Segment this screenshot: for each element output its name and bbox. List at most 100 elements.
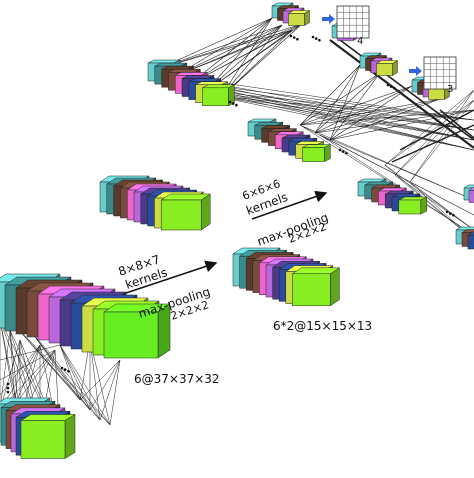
- ellipsis-dot: [231, 102, 235, 105]
- connection-line: [89, 359, 121, 411]
- slice: [302, 147, 325, 162]
- slice: [20, 420, 66, 459]
- grid-label-mid: 3: [447, 84, 453, 95]
- connection-line: [314, 109, 474, 134]
- ellipsis-dot: [338, 148, 342, 152]
- slice: [288, 13, 305, 26]
- connection-line: [299, 124, 474, 236]
- ellipsis-dot: [389, 85, 393, 88]
- ellipsis-dot: [448, 212, 452, 215]
- slice: [376, 63, 393, 76]
- connection-line: [299, 64, 361, 126]
- connection-line: [394, 174, 474, 231]
- ellipsis-dot: [67, 369, 70, 373]
- pool1-stack-b: [232, 247, 341, 307]
- connection-line: [439, 109, 474, 139]
- connection-line: [14, 339, 21, 406]
- connection-line: [14, 349, 56, 406]
- connection-line: [394, 99, 474, 176]
- connection-line: [319, 134, 474, 201]
- connection-line: [174, 23, 303, 77]
- connection-line: [329, 64, 361, 141]
- connection-line: [329, 39, 474, 149]
- connection-line: [319, 134, 474, 216]
- ellipsis-dot: [292, 36, 296, 39]
- ellipsis-dots: [6, 34, 455, 394]
- connection-line: [204, 23, 303, 93]
- connection-line: [59, 344, 81, 401]
- conv2-stack-mid: [247, 118, 331, 163]
- connection-line: [159, 23, 303, 69]
- conv2-stack-upper: [147, 59, 235, 107]
- connection-line: [9, 329, 16, 406]
- connection-line: [199, 89, 474, 131]
- connection-line: [59, 344, 91, 411]
- connection-lines: [0, 17, 474, 441]
- ellipsis-dot: [318, 38, 321, 42]
- connection-line: [384, 99, 474, 166]
- grid-label-top: 4: [357, 36, 363, 47]
- ellipsis-dot: [386, 83, 390, 87]
- feature-map-stacks: [0, 2, 474, 459]
- slice: [292, 273, 331, 307]
- blue-arrow-top: [322, 14, 335, 24]
- stage2-output-label: 6*2@15×15×13: [273, 319, 372, 333]
- stage1-stack: [0, 273, 171, 359]
- ellipsis-dot: [228, 100, 232, 104]
- stage1-output-label: 6@37×37×32: [134, 372, 220, 386]
- connection-line: [0, 319, 16, 406]
- ellipsis-dot: [235, 103, 238, 107]
- output-grid-mid: [423, 56, 457, 90]
- connection-line: [394, 89, 474, 176]
- ellipsis-dot: [6, 390, 10, 394]
- right-stack: [455, 226, 474, 250]
- connection-line: [199, 89, 474, 151]
- connection-line: [329, 98, 441, 141]
- connection-line: [109, 359, 121, 426]
- connection-line: [29, 329, 91, 411]
- connection-line: [409, 89, 474, 183]
- ellipsis-dot: [341, 150, 345, 153]
- connection-line: [14, 344, 41, 406]
- connection-line: [29, 329, 111, 426]
- ellipsis-dot: [393, 86, 396, 90]
- slice: [468, 190, 474, 203]
- connection-line: [159, 17, 273, 69]
- slice: [467, 234, 474, 250]
- ellipsis-dot: [311, 35, 315, 39]
- connection-line: [9, 319, 111, 426]
- connection-line: [0, 349, 56, 381]
- connection-line: [29, 329, 101, 421]
- ellipsis-dot: [445, 210, 449, 214]
- connection-line: [9, 319, 101, 421]
- conv2-arrow: [251, 190, 328, 220]
- connection-line: [189, 23, 303, 85]
- ellipsis-dot: [6, 386, 10, 390]
- connection-line: [159, 24, 283, 69]
- pool1-stack-a: [99, 175, 212, 231]
- connection-line: [99, 359, 121, 421]
- conv1-arrow: [125, 260, 218, 294]
- top-stack-1: [271, 2, 311, 26]
- blue-arrow-mid: [409, 66, 422, 76]
- ellipsis-dot: [6, 382, 10, 386]
- connection-line: [199, 89, 474, 141]
- connection-line: [329, 72, 381, 141]
- connection-line: [391, 124, 474, 163]
- connection-line: [384, 89, 474, 166]
- ellipsis-dot: [60, 366, 64, 370]
- connection-line: [0, 344, 41, 396]
- slice: [398, 199, 422, 215]
- ellipsis-dot: [63, 368, 67, 371]
- input-stack: [0, 397, 76, 459]
- output-grid-top: [336, 5, 370, 39]
- slice: [202, 87, 229, 107]
- top-stack-2: [359, 52, 399, 76]
- ellipsis-dot: [314, 37, 318, 40]
- right-stack-2: [463, 184, 474, 203]
- connection-line: [314, 64, 361, 134]
- slice: [160, 199, 202, 231]
- connection-line: [0, 339, 21, 411]
